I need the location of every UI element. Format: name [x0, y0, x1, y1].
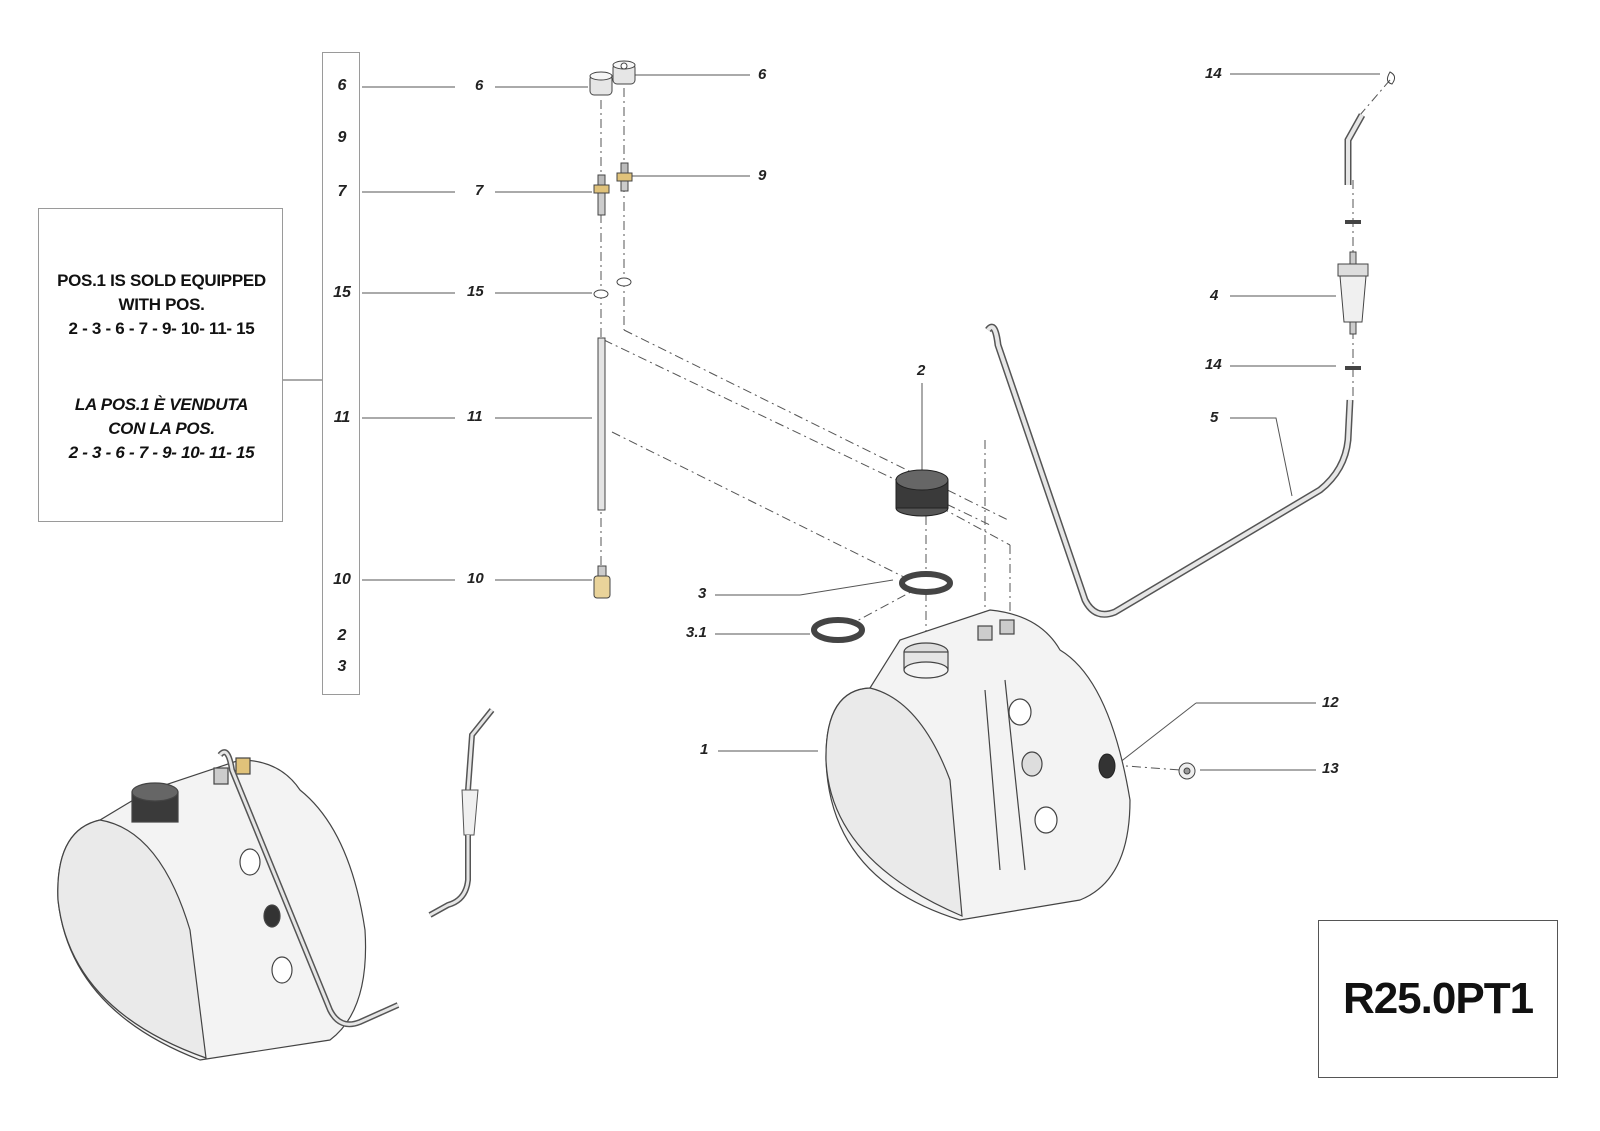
equipment-note: POS.1 IS SOLD EQUIPPED WITH POS. 2 - 3 -… — [38, 208, 283, 522]
assembly-axis — [611, 431, 923, 587]
callout-10: 10 — [467, 570, 484, 587]
leader-line — [1109, 702, 1197, 771]
callout-4: 4 — [1210, 287, 1219, 304]
callout-11: 11 — [467, 408, 483, 425]
fitting-9 — [616, 162, 633, 192]
note-line-en-2: WITH POS. — [118, 295, 205, 314]
included-position: 15 — [333, 284, 351, 301]
note-line-en-1: POS.1 IS SOLD EQUIPPED — [57, 271, 266, 290]
assembled-filter-line — [428, 708, 495, 918]
included-positions-column: 6 9 7 15 11 10 2 3 — [322, 52, 360, 695]
drawing-code: R25.0PT1 — [1342, 974, 1534, 1023]
callout-14: 14 — [1205, 356, 1222, 373]
gasket-3-1 — [811, 617, 865, 643]
included-position: 11 — [333, 409, 351, 426]
cap-6-left — [589, 71, 613, 96]
included-position: 7 — [337, 183, 347, 200]
screw-13 — [1178, 762, 1196, 780]
gasket-3 — [899, 571, 953, 595]
assembly-axis — [1359, 79, 1391, 116]
grommet-12 — [1098, 753, 1116, 779]
callout-5: 5 — [1210, 409, 1219, 426]
filter-10 — [593, 565, 611, 599]
included-position: 6 — [337, 77, 347, 94]
callout-1: 1 — [700, 741, 709, 758]
callout-3-1: 3.1 — [686, 624, 707, 641]
included-position: 9 — [337, 129, 347, 146]
assembly-axis — [939, 506, 1011, 546]
fuel-tank-1 — [825, 609, 1131, 921]
tank-cap-2 — [895, 469, 949, 517]
callout-2: 2 — [917, 362, 926, 379]
included-position: 10 — [333, 571, 351, 588]
clamp-14-top — [1386, 71, 1396, 85]
drawing-code-box: R25.0PT1 — [1318, 920, 1558, 1078]
callout-13: 13 — [1322, 760, 1339, 777]
callout-15: 15 — [467, 283, 484, 300]
fuel-filter-4 — [1337, 251, 1369, 335]
callout-12: 12 — [1322, 694, 1339, 711]
leader-line — [799, 579, 894, 596]
washer-15-left — [593, 289, 609, 299]
assembly-axis — [623, 329, 1009, 521]
note-line-it-2: CON LA POS. — [108, 419, 215, 438]
assembly-axis — [1112, 764, 1181, 771]
note-line-en-3: 2 - 3 - 6 - 7 - 9- 10- 11- 15 — [68, 319, 255, 338]
included-position: 3 — [337, 658, 347, 675]
assembled-tank-view — [57, 757, 367, 1061]
callout-9: 9 — [758, 167, 767, 184]
callout-3: 3 — [698, 585, 707, 602]
leader-line — [1230, 417, 1293, 497]
callout-6: 6 — [758, 66, 767, 83]
cap-6-right — [612, 60, 636, 85]
callout-14: 14 — [1205, 65, 1222, 82]
pipe-11 — [597, 337, 606, 511]
fitting-7 — [593, 174, 610, 216]
washer-15-right — [616, 277, 632, 287]
callout-6: 6 — [475, 77, 484, 94]
included-position: 2 — [337, 627, 347, 644]
note-line-it-1: LA POS.1 È VENDUTA — [74, 395, 249, 414]
note-line-it-3: 2 - 3 - 6 - 7 - 9- 10- 11- 15 — [68, 443, 255, 462]
callout-7: 7 — [475, 182, 484, 199]
